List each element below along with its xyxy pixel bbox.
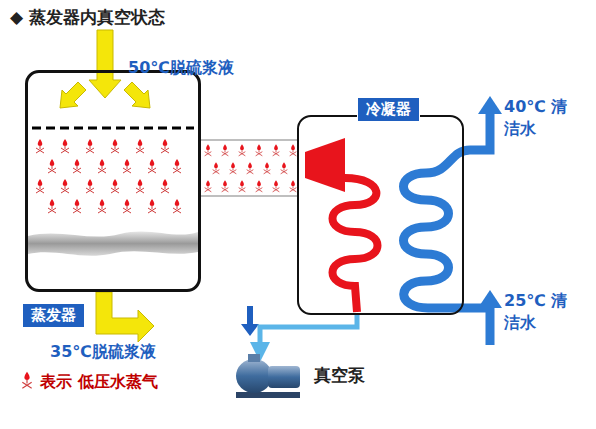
slurry-pool — [28, 231, 198, 255]
vapor-inlet — [305, 138, 345, 192]
spray-arrow — [124, 82, 150, 108]
flow-arrow — [478, 96, 502, 114]
node-label: 真空泵 — [314, 364, 365, 387]
evaporator-vessel: 蒸发器 — [25, 70, 201, 292]
pump: 真空泵 — [232, 352, 304, 400]
temperature-label: 35℃脱硫浆液 — [50, 342, 156, 363]
pipe-connector — [260, 315, 357, 352]
condenser-box: 冷凝器 — [297, 115, 464, 315]
steam-symbols — [36, 139, 296, 213]
outlet-arrow — [96, 292, 154, 342]
flow-arrow — [241, 306, 259, 336]
name-tag: 蒸发器 — [22, 303, 85, 328]
water-coil — [404, 112, 491, 345]
flow-arrow — [478, 290, 502, 308]
vapor-coil — [333, 178, 378, 312]
pump-symbol — [232, 352, 304, 400]
temperature-label: 40℃ 清洁水 — [504, 96, 568, 140]
legend-text: 表示 低压水蒸气 — [40, 372, 158, 393]
inlet-arrow — [89, 30, 121, 98]
temperature-label: 50℃脱硫浆液 — [128, 58, 234, 79]
name-tag: 冷凝器 — [357, 97, 420, 122]
spray-arrow — [60, 82, 86, 108]
vapor-duct — [201, 140, 297, 196]
temperature-label: 25℃ 清洁水 — [504, 290, 568, 334]
title: ◆ 蒸发器内真空状态 — [10, 6, 165, 29]
distributor — [32, 127, 194, 130]
